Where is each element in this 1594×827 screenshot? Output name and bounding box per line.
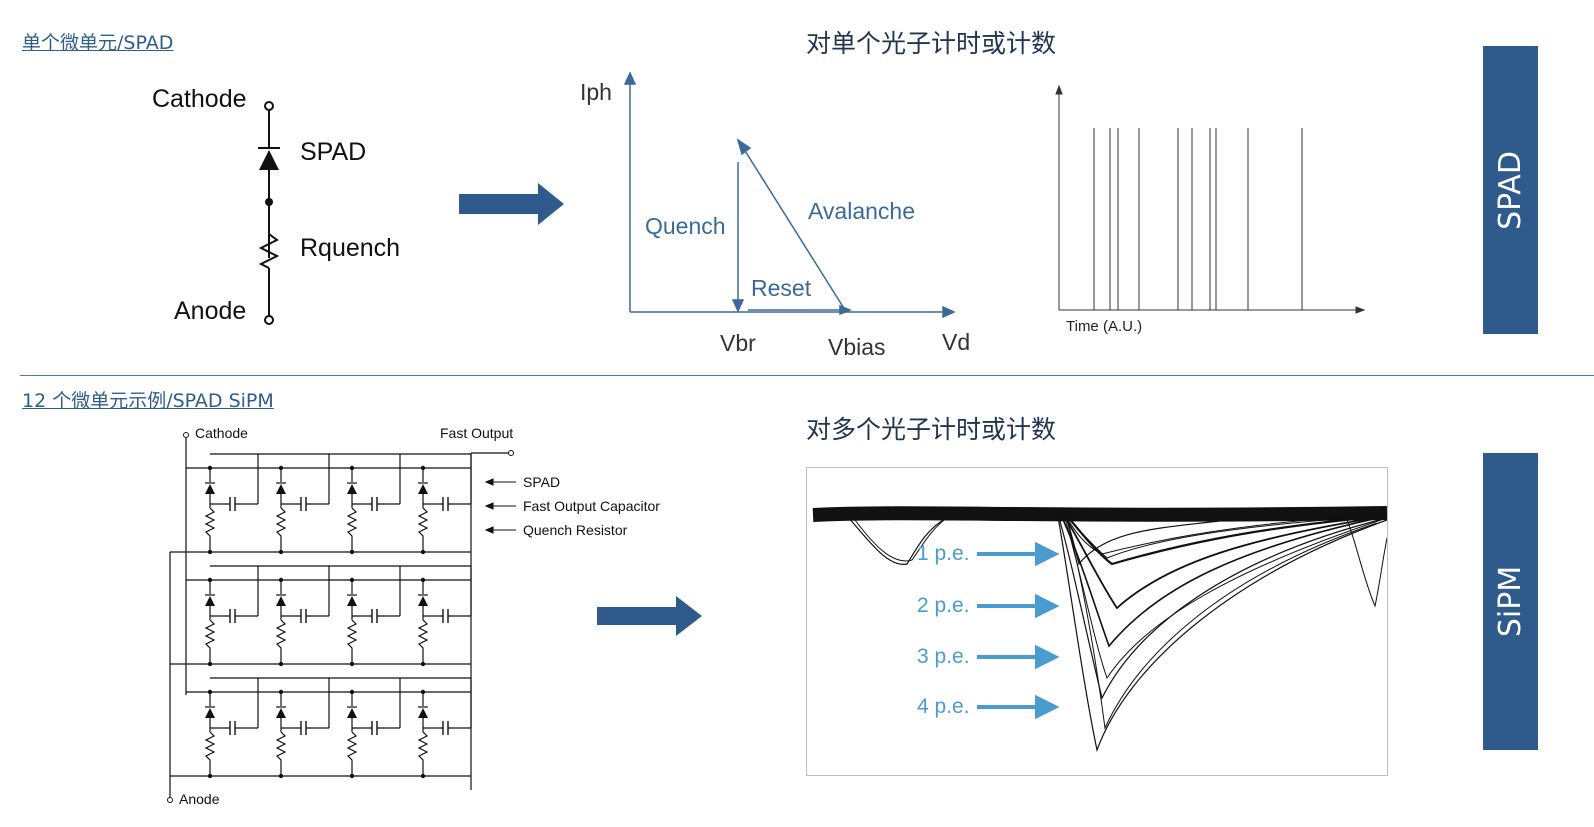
sipm-anode-label: Anode [179,791,220,807]
sidebar-tag-sipm-label: SiPM [1493,565,1529,638]
spad-circuit-diagram: Cathode SPAD Rquench Anode [152,85,400,325]
legend-arrows [484,478,516,534]
cathode-label: Cathode [152,85,247,113]
photon-pulse-plot: Time (A.U.) [1055,84,1366,335]
section-link-12-microcell[interactable]: 12 个微单元示例/SPAD SiPM [22,390,274,412]
rquench-label: Rquench [300,234,400,262]
vbr-label: Vbr [720,330,756,356]
avalanche-label: Avalanche [808,198,915,224]
anode-terminal [264,315,274,325]
section-heading-single-photon: 对单个光子计时或计数 [806,29,1057,58]
pulse-x-axis-arrow [1355,306,1366,314]
pe-label-3: 3 p.e. [917,645,970,668]
avalanche-line [741,145,846,311]
avalanche-arrow [736,138,752,156]
vd-label: Vd [942,329,970,355]
legend-spad: SPAD [523,474,560,490]
sidebar-tag-sipm: SiPM [1483,453,1538,750]
section-link-single-microcell[interactable]: 单个微单元/SPAD [22,32,174,54]
quench-arrow [731,299,745,313]
arrow-right-icon [597,596,702,636]
quench-label: Quench [645,213,726,239]
iv-characteristic-plot: Iph Quench Avalanche Reset Vbr Vbias Vd [580,71,970,360]
legend-quench-resistor: Quench Resistor [523,522,628,538]
cathode-terminal [264,101,274,111]
pe-label-2: 2 p.e. [917,594,970,617]
spad-label: SPAD [300,138,366,166]
arrow-right-icon [459,183,564,225]
reset-label: Reset [751,275,812,301]
junction-node [265,198,273,206]
sidebar-tag-spad-label: SPAD [1493,150,1528,230]
sipm-grid [167,432,514,803]
spad-diode-symbol [259,150,279,170]
pe-label-1: 1 p.e. [917,542,970,565]
iph-axis-label: Iph [580,79,612,105]
pulse-y-axis-arrow [1055,84,1063,95]
x-axis-arrow [942,305,956,319]
reset-arrow [839,304,853,316]
legend-capacitor: Fast Output Capacitor [523,498,660,514]
waveform-panel: 1 p.e. 2 p.e. 3 p.e. 4 p.e. [806,467,1388,776]
pulse-lines [1093,128,1303,310]
vbias-label: Vbias [828,334,886,360]
pe-label-4: 4 p.e. [917,695,970,718]
section-divider [20,375,1594,376]
sipm-array-circuit: Cathode Fast Output Anode SPAD Fast Outp… [167,425,660,807]
y-axis-arrow [623,71,637,85]
time-axis-label: Time (A.U.) [1066,318,1142,335]
section-heading-multi-photon: 对多个光子计时或计数 [806,415,1057,444]
sidebar-tag-spad: SPAD [1483,46,1538,334]
anode-label: Anode [174,297,246,325]
sipm-cathode-label: Cathode [195,425,248,441]
fast-output-label: Fast Output [440,425,513,441]
waveform-traces [812,506,1388,753]
